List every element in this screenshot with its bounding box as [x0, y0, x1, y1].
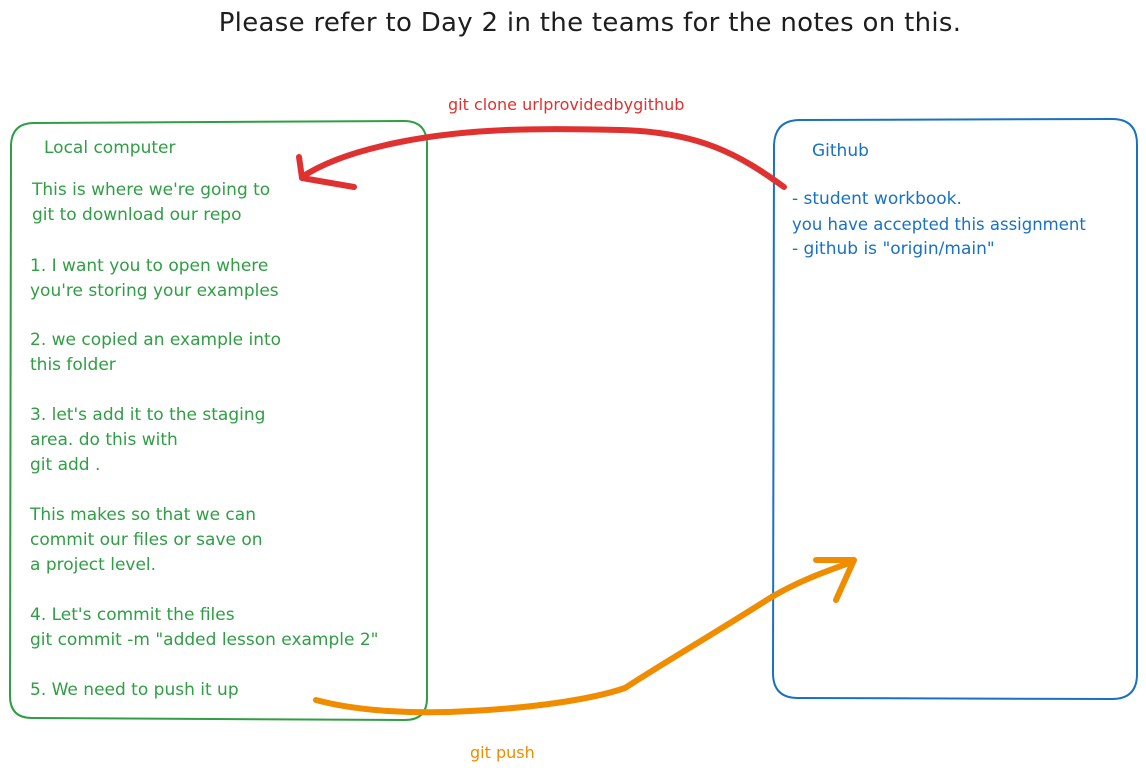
push-arrowhead	[813, 557, 857, 603]
github-box[interactable]	[772, 118, 1138, 700]
local-note-intro: This is where we're going to git to down…	[32, 180, 271, 225]
push-arrow-line	[313, 559, 855, 716]
github-note-line-2: you have accepted this assignment	[792, 215, 1086, 234]
github-heading: Github	[812, 141, 869, 161]
github-note-line-3: - github is "origin/main"	[792, 239, 995, 259]
clone-arrow-line	[299, 126, 787, 190]
local-note-step-5: 5. We need to push it up	[30, 680, 239, 700]
git-clone-label: git clone urlprovidedbygithub	[448, 95, 685, 114]
local-computer-heading: Local computer	[44, 138, 176, 158]
git-push-label: git push	[470, 743, 535, 762]
page-title: Please refer to Day 2 in the teams for t…	[218, 8, 962, 38]
local-note-step-3: 3. let's add it to the staging area. do …	[30, 405, 266, 475]
local-note-step-4: 4. Let's commit the files git commit -m …	[30, 605, 379, 650]
clone-arrowhead	[296, 154, 357, 190]
local-note-step-2: 2. we copied an example into this folder	[30, 330, 282, 375]
github-note-line-1: - student workbook.	[792, 189, 962, 209]
local-note-staging-explanation: This makes so that we can commit our fil…	[30, 505, 263, 575]
local-note-step-1: 1. I want you to open where you're stori…	[30, 256, 279, 301]
local-computer-box[interactable]	[9, 120, 428, 721]
